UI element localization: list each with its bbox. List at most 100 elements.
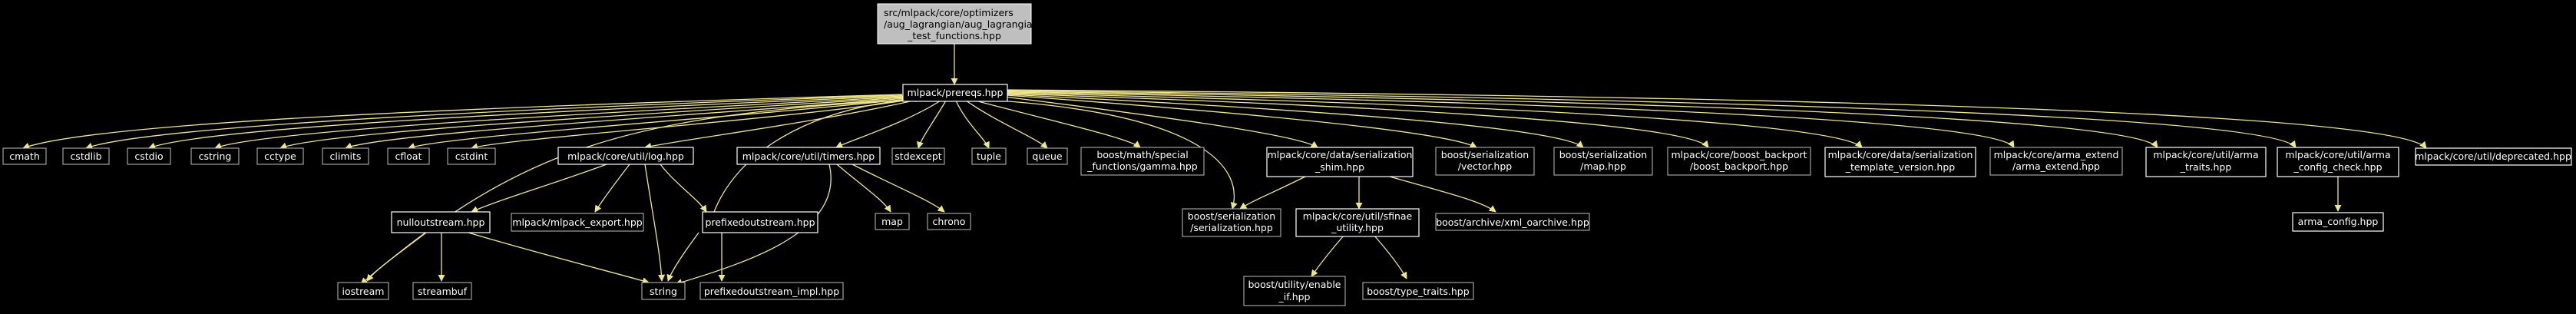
- node-map-serialization-line2: /map.hpp: [1580, 160, 1626, 172]
- edge-shim-serialization: [1239, 176, 1306, 210]
- node-streambuf-label: streambuf: [418, 286, 468, 297]
- node-xml-oarchive[interactable]: boost/archive/xml_oarchive.hpp: [1435, 213, 1590, 231]
- node-timers[interactable]: mlpack/core/util/timers.hpp: [736, 147, 881, 165]
- edge-prereqs-cstring: [214, 96, 904, 150]
- node-prereqs[interactable]: mlpack/prereqs.hpp: [902, 84, 1008, 102]
- node-cstdlib[interactable]: cstdlib: [62, 147, 110, 165]
- node-tuple-label: tuple: [977, 150, 1001, 162]
- node-timers-label: mlpack/core/util/timers.hpp: [742, 150, 875, 162]
- node-iostream-label: iostream: [342, 286, 385, 297]
- node-map-serialization[interactable]: boost/serialization /map.hpp: [1553, 147, 1653, 176]
- edge-shim-xml: [1389, 176, 1496, 213]
- node-gamma[interactable]: boost/math/special _functions/gamma.hpp: [1080, 147, 1205, 176]
- node-arma-config-check[interactable]: mlpack/core/util/arma _config_check.hpp: [2277, 147, 2399, 177]
- node-prefixedoutstream-label: prefixedoutstream.hpp: [705, 216, 815, 228]
- node-sfinae-line1: mlpack/core/util/sfinae: [1303, 210, 1413, 222]
- edge-prefixed-prereqs: [713, 95, 922, 213]
- node-template-version[interactable]: mlpack/core/data/serialization _template…: [1824, 147, 1976, 177]
- edge-prereqs-cstdint: [471, 99, 911, 150]
- node-prefixedoutstream-impl[interactable]: prefixedoutstream_impl.hpp: [699, 282, 844, 300]
- edge-log-prefixedoutstream: [660, 164, 707, 213]
- node-cstdint[interactable]: cstdint: [447, 147, 496, 165]
- edge-prereqs-mapser: [1006, 94, 1584, 148]
- node-cstdint-label: cstdint: [455, 150, 488, 162]
- nodes: src/mlpack/core/optimizers /aug_lagrangi…: [2, 3, 2572, 306]
- edge-prereqs-queue: [965, 100, 1048, 149]
- root-node[interactable]: src/mlpack/core/optimizers /aug_lagrangi…: [877, 3, 1039, 45]
- node-type-traits[interactable]: boost/type_traits.hpp: [1362, 282, 1474, 300]
- node-stdexcept[interactable]: stdexcept: [891, 147, 945, 165]
- node-arma-config-label: arma_config.hpp: [2298, 216, 2379, 227]
- node-cfloat[interactable]: cfloat: [387, 147, 430, 165]
- node-serialization[interactable]: boost/serialization /serialization.hpp: [1182, 208, 1281, 237]
- edge-prereqs-backport: [1007, 93, 1709, 148]
- node-chrono-label: chrono: [933, 216, 966, 227]
- node-iostream[interactable]: iostream: [337, 282, 389, 300]
- dependency-edges: [22, 44, 2427, 286]
- node-chrono[interactable]: chrono: [927, 213, 971, 230]
- node-cmath[interactable]: cmath: [2, 147, 47, 165]
- edge-prereqs-cstdlib: [85, 94, 903, 150]
- node-gamma-line1: boost/math/special: [1096, 149, 1188, 160]
- edge-prereqs-cctype: [279, 97, 905, 150]
- edge-log-string: [644, 164, 666, 282]
- node-vector[interactable]: boost/serialization /vector.hpp: [1435, 147, 1535, 176]
- node-boost-backport-line1: mlpack/core/boost_backport: [1671, 149, 1807, 160]
- node-arma-traits-line1: mlpack/core/util/arma: [2153, 149, 2258, 160]
- edge-timers-string: [675, 164, 832, 286]
- node-xml-oarchive-label: boost/archive/xml_oarchive.hpp: [1436, 216, 1589, 228]
- node-deprecated[interactable]: mlpack/core/util/deprecated.hpp: [2415, 147, 2572, 166]
- node-boost-backport-line2: /boost_backport.hpp: [1690, 160, 1788, 172]
- node-arma-extend-line2: /arma_extend.hpp: [2012, 160, 2100, 172]
- node-cstring[interactable]: cstring: [190, 147, 240, 165]
- node-cstdio-label: cstdio: [134, 150, 163, 162]
- node-arma-extend[interactable]: mlpack/core/arma_extend /arma_extend.hpp: [1989, 147, 2123, 176]
- node-map-label: map: [881, 216, 903, 227]
- edge-timers-map: [836, 164, 891, 213]
- node-arma-traits[interactable]: mlpack/core/util/arma _traits.hpp: [2145, 147, 2267, 177]
- node-deprecated-label: mlpack/core/util/deprecated.hpp: [2415, 150, 2571, 162]
- node-serialization-line2: /serialization.hpp: [1190, 222, 1273, 233]
- edge-prereqs-climits: [345, 98, 907, 150]
- edge-prereqs-serialization: [997, 100, 1238, 210]
- edge-prereqs-cmath: [22, 94, 903, 150]
- node-mlpack-export-label: mlpack/mlpack_export.hpp: [512, 216, 642, 228]
- node-queue[interactable]: queue: [1027, 147, 1068, 165]
- node-enable-if-line2: _if.hpp: [1278, 291, 1311, 302]
- node-vector-line1: boost/serialization: [1441, 149, 1529, 160]
- node-type-traits-label: boost/type_traits.hpp: [1367, 286, 1469, 297]
- node-enable-if-line1: boost/utility/enable: [1248, 279, 1341, 290]
- node-serialization-shim[interactable]: mlpack/core/data/serialization _shim.hpp: [1266, 147, 1414, 177]
- node-arma-config[interactable]: arma_config.hpp: [2292, 212, 2384, 232]
- node-prefixedoutstream[interactable]: prefixedoutstream.hpp: [702, 211, 818, 233]
- node-boost-backport[interactable]: mlpack/core/boost_backport /boost_backpo…: [1667, 147, 1811, 176]
- edge-prereqs-armaconfigcheck: [1007, 90, 2297, 148]
- edge-timers-chrono: [852, 164, 945, 213]
- node-sfinae[interactable]: mlpack/core/util/sfinae _utility.hpp: [1295, 208, 1420, 237]
- node-enable-if[interactable]: boost/utility/enable _if.hpp: [1243, 276, 1346, 306]
- node-climits[interactable]: climits: [322, 147, 369, 165]
- node-log[interactable]: mlpack/core/util/log.hpp: [557, 147, 694, 165]
- node-nulloutstream[interactable]: nulloutstream.hpp: [391, 211, 491, 233]
- node-string[interactable]: string: [641, 282, 686, 300]
- node-stdexcept-label: stdexcept: [894, 150, 941, 162]
- edge-null-string: [468, 232, 650, 285]
- node-arma-extend-line1: mlpack/core/arma_extend: [1994, 149, 2119, 160]
- edge-prereqs-shim: [1004, 96, 1318, 148]
- node-cctype[interactable]: cctype: [256, 147, 304, 165]
- node-mlpack-export[interactable]: mlpack/mlpack_export.hpp: [511, 213, 644, 232]
- node-cfloat-label: cfloat: [395, 150, 422, 162]
- node-queue-label: queue: [1032, 150, 1062, 162]
- node-arma-config-check-line2: _config_check.hpp: [2293, 161, 2382, 173]
- root-node-line1: src/mlpack/core/optimizers: [884, 7, 1014, 18]
- edge-prereqs-cstdio: [148, 95, 904, 150]
- node-template-version-line2: _template_version.hpp: [1845, 161, 1956, 173]
- edge-prereqs-log: [644, 100, 914, 150]
- node-cstdio[interactable]: cstdio: [127, 147, 171, 165]
- node-streambuf[interactable]: streambuf: [412, 282, 472, 300]
- node-nulloutstream-label: nulloutstream.hpp: [397, 216, 485, 228]
- edge-prereqs-armaextend: [1007, 91, 2015, 148]
- node-sfinae-line2: _utility.hpp: [1331, 222, 1384, 233]
- node-tuple[interactable]: tuple: [971, 147, 1007, 165]
- node-map[interactable]: map: [875, 213, 910, 230]
